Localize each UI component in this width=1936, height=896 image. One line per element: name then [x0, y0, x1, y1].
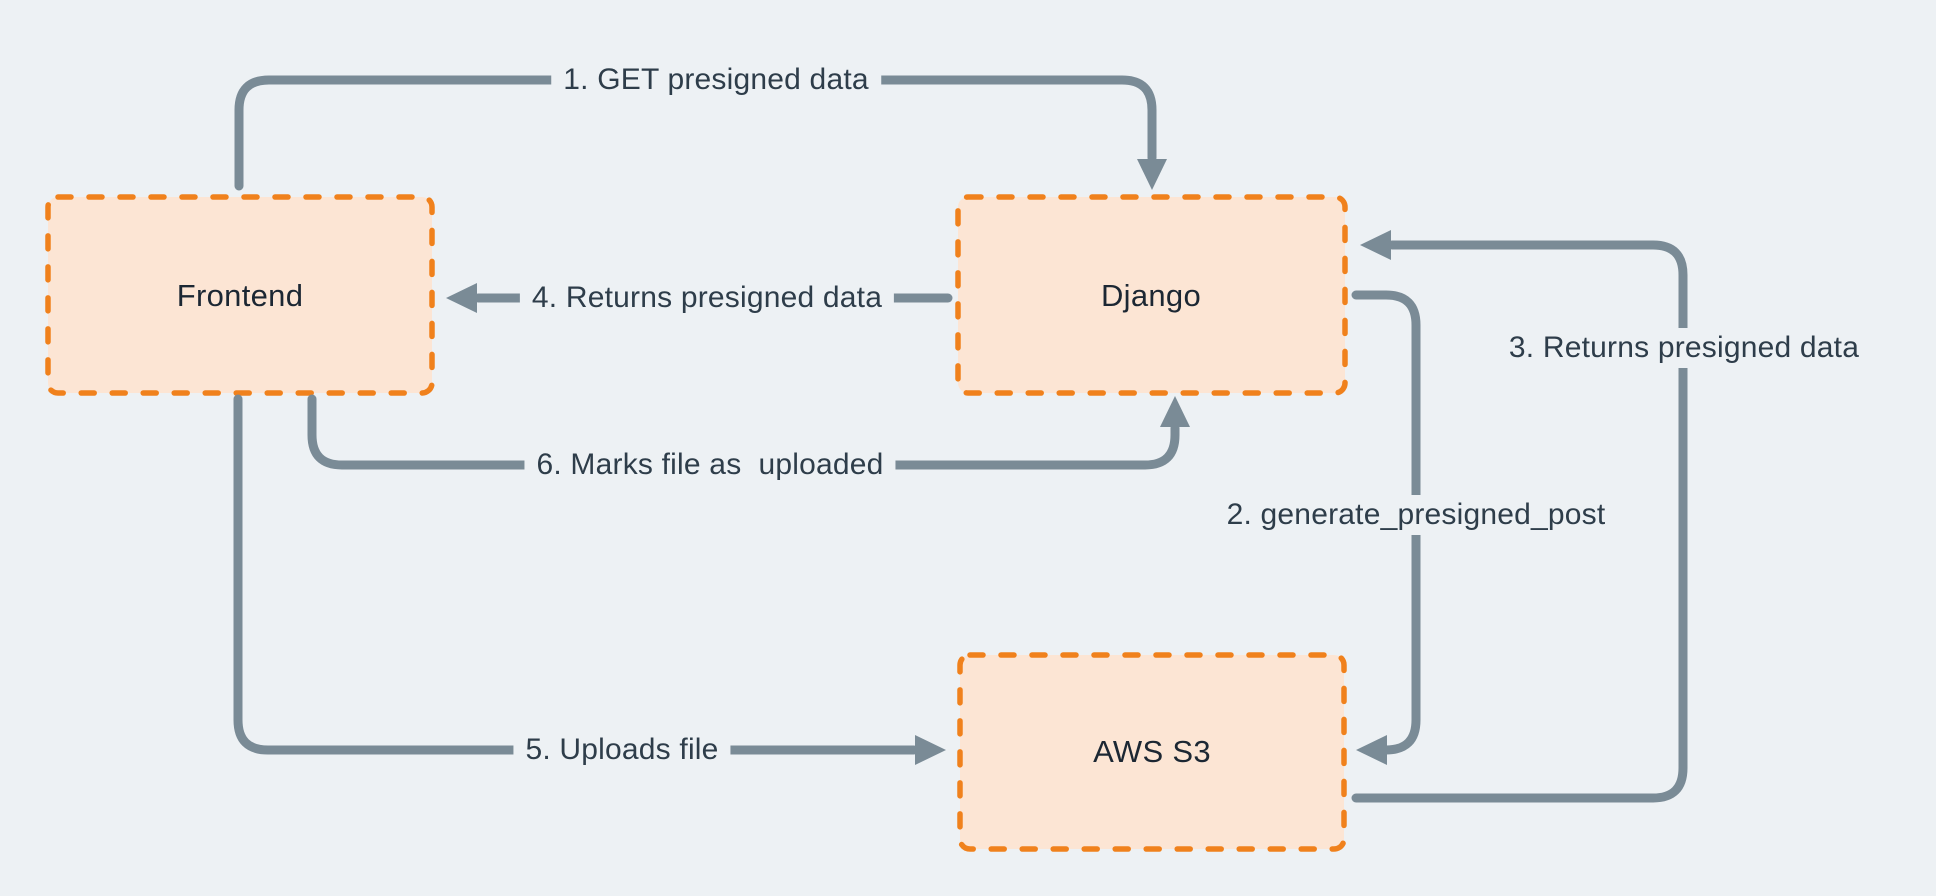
edge-2-arrowhead-left-icon [1356, 735, 1387, 765]
node-aws-s3-box [957, 652, 1347, 852]
node-django-box [955, 194, 1348, 396]
node-label-django: Django [1100, 278, 1202, 313]
edge-3-arrowhead-left-icon [1360, 230, 1391, 260]
edge-5-arrowhead-right-icon [915, 735, 946, 765]
edge-6-arrowhead-up-icon [1160, 396, 1190, 427]
edge-label-6-marks-file-as-uploaded: 6. Marks file as uploaded [524, 445, 896, 485]
edge-label-5-uploads-file: 5. Uploads file [513, 730, 731, 770]
edge-label-1-get-presigned-data: 1. GET presigned data [551, 60, 881, 100]
node-label-aws-s3: AWS S3 [1093, 734, 1211, 769]
edge-label-4-returns-presigned-data: 4. Returns presigned data [519, 278, 895, 318]
edge-label-2-generate-presigned-post: 2. generate_presigned_post [1214, 495, 1618, 535]
node-frontend-box [45, 194, 435, 396]
edge-5-path [233, 394, 919, 755]
edge-1-arrowhead-down-icon [1137, 159, 1167, 190]
edge-label-3-returns-presigned-data: 3. Returns presigned data [1496, 328, 1872, 368]
node-label-frontend: Frontend [176, 278, 304, 313]
edge-4-arrowhead-left-icon [446, 283, 477, 313]
edge-3-path [1351, 240, 1688, 803]
